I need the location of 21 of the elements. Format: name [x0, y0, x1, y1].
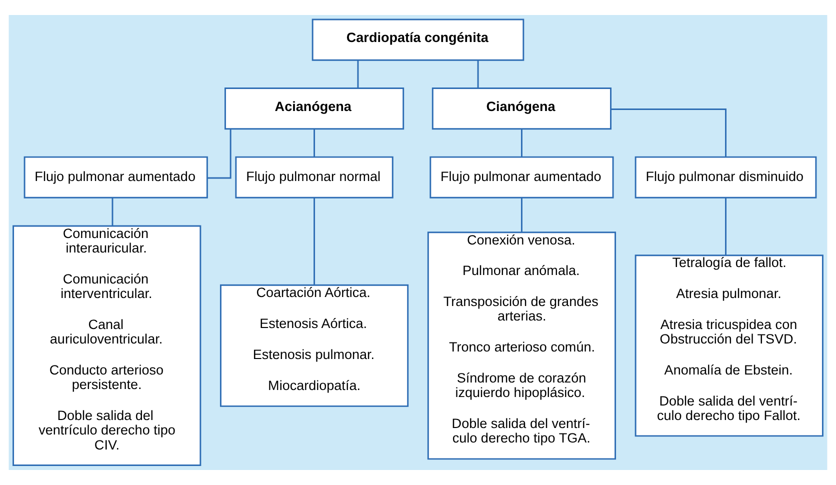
node-box: Cardiopatía congénita	[312, 18, 524, 61]
node-box: Tetralogía de fallot. Atresia pulmonar. Atresia tricuspidea con Obstrucción del TSVD. Anomalía de Ebstein. Doble salida del ventrí- culo derecho tipo Fallot.	[634, 254, 824, 437]
node-box: Conexión venosa. Pulmonar anómala. Transposición de grandes arterias. Tronco arterioso común. Síndrome de corazón izquierdo hipoplásico. Doble salida del ventrí- culo derecho tipo TGA.	[427, 232, 616, 460]
connector	[207, 129, 232, 179]
node-box: Acianógena	[224, 88, 404, 130]
node-box: Comunicación interauricular. Comunicación interventricular. Canal auriculoventricular. Conducto arterioso persistente. Doble salida del ventrículo derecho tipo CIV.	[12, 225, 202, 466]
node-box: Flujo pulmonar aumentado	[24, 156, 208, 198]
node-box: Flujo pulmonar disminuido	[634, 156, 817, 198]
connector	[314, 198, 316, 286]
connector	[725, 198, 726, 256]
connector	[314, 129, 316, 157]
connector	[357, 60, 359, 88]
node-box: Cianógena	[432, 88, 612, 130]
node-box: Flujo pulmonar aumentado	[430, 156, 614, 198]
node-box: Coartación Aórtica. Estenosis Aórtica. Estenosis pulmonar. Miocardiopatía.	[220, 284, 409, 407]
node-box: Flujo pulmonar normal	[235, 156, 394, 198]
connector	[112, 198, 114, 226]
connector	[477, 60, 479, 88]
connector	[520, 198, 522, 232]
connector	[520, 129, 522, 157]
connector	[610, 108, 726, 157]
